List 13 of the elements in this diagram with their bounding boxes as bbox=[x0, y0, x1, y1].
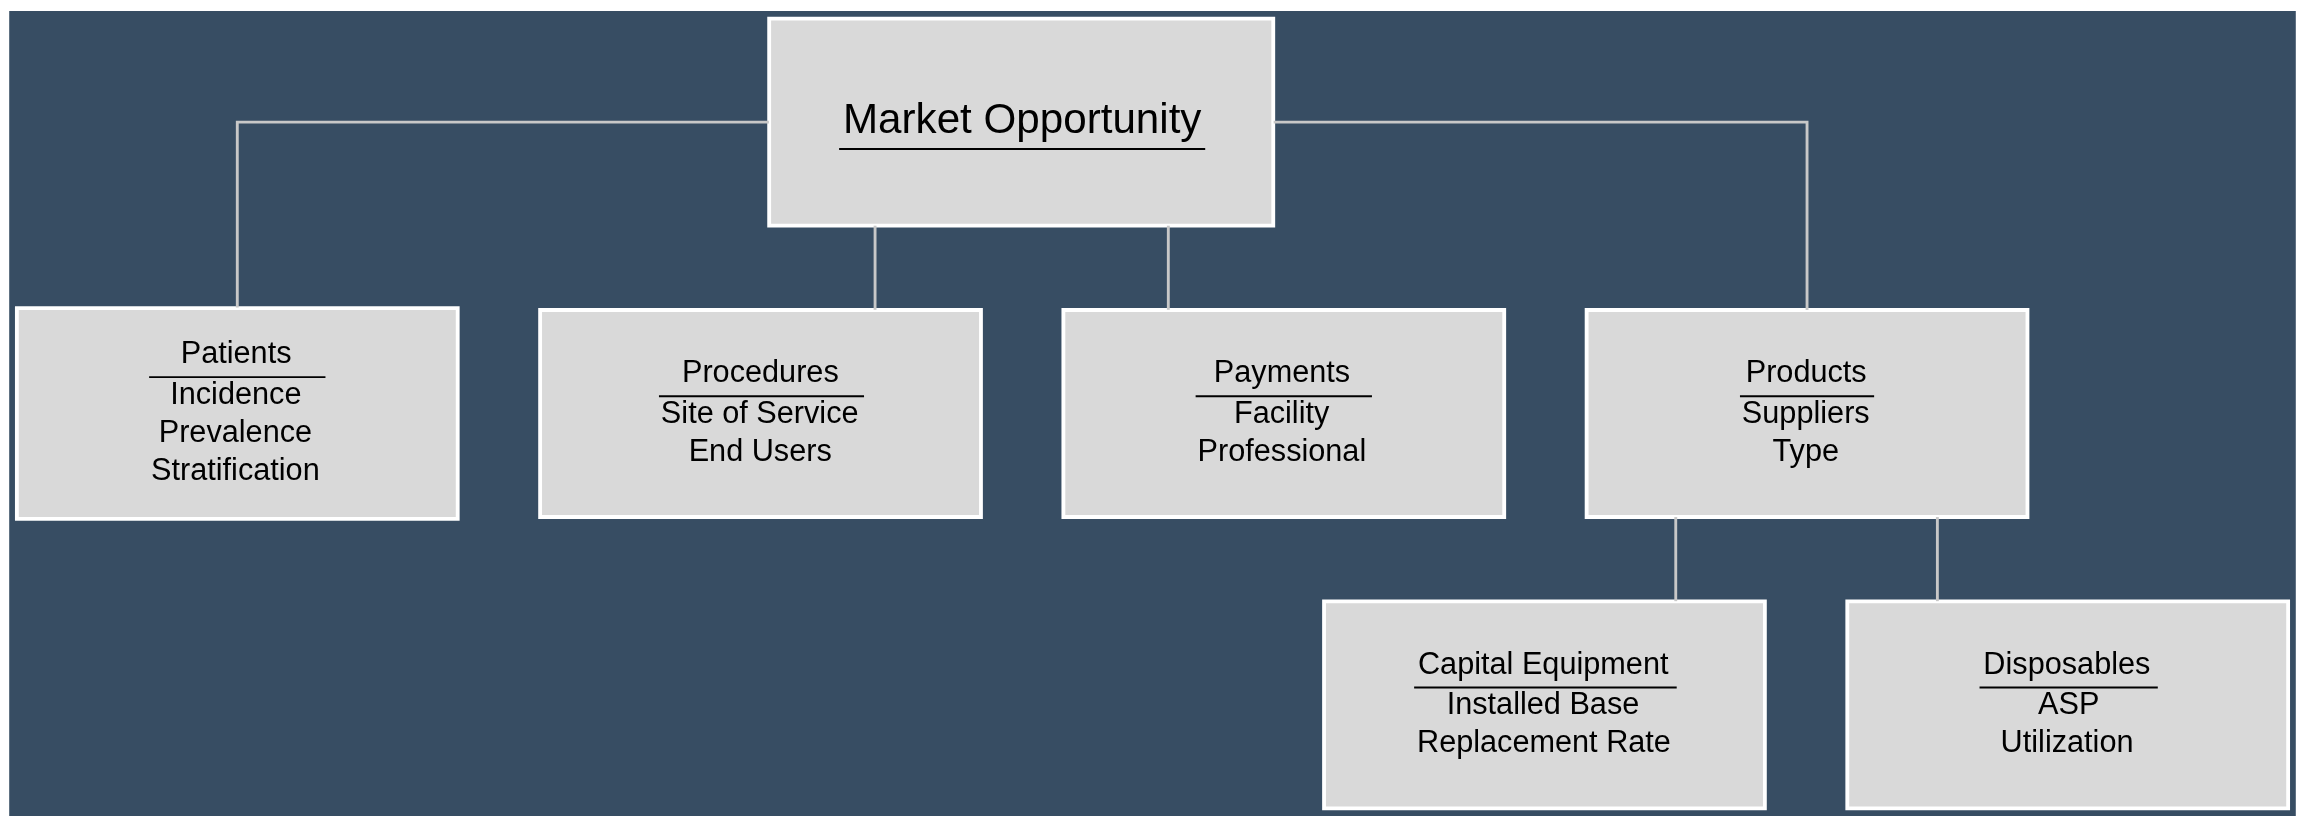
connector bbox=[1674, 516, 1678, 601]
connector bbox=[235, 120, 769, 307]
node-box: Products Suppliers Type bbox=[1584, 307, 2030, 519]
node-box: Patients Incidence Prevalence Stratification bbox=[14, 305, 460, 521]
node-box: Capital Equipment Installed Base Replacement Rate bbox=[1322, 598, 1767, 810]
node-box: Payments Facility Professional bbox=[1061, 307, 1507, 519]
connector bbox=[1273, 120, 1809, 310]
node-box: Disposables ASP Utilization bbox=[1845, 598, 2291, 810]
node-box: Market Opportunity bbox=[767, 16, 1276, 228]
connector bbox=[873, 225, 877, 310]
connector bbox=[1935, 516, 1939, 601]
node-box: Procedures Site of Service End Users bbox=[538, 307, 983, 519]
connector bbox=[1166, 225, 1170, 310]
